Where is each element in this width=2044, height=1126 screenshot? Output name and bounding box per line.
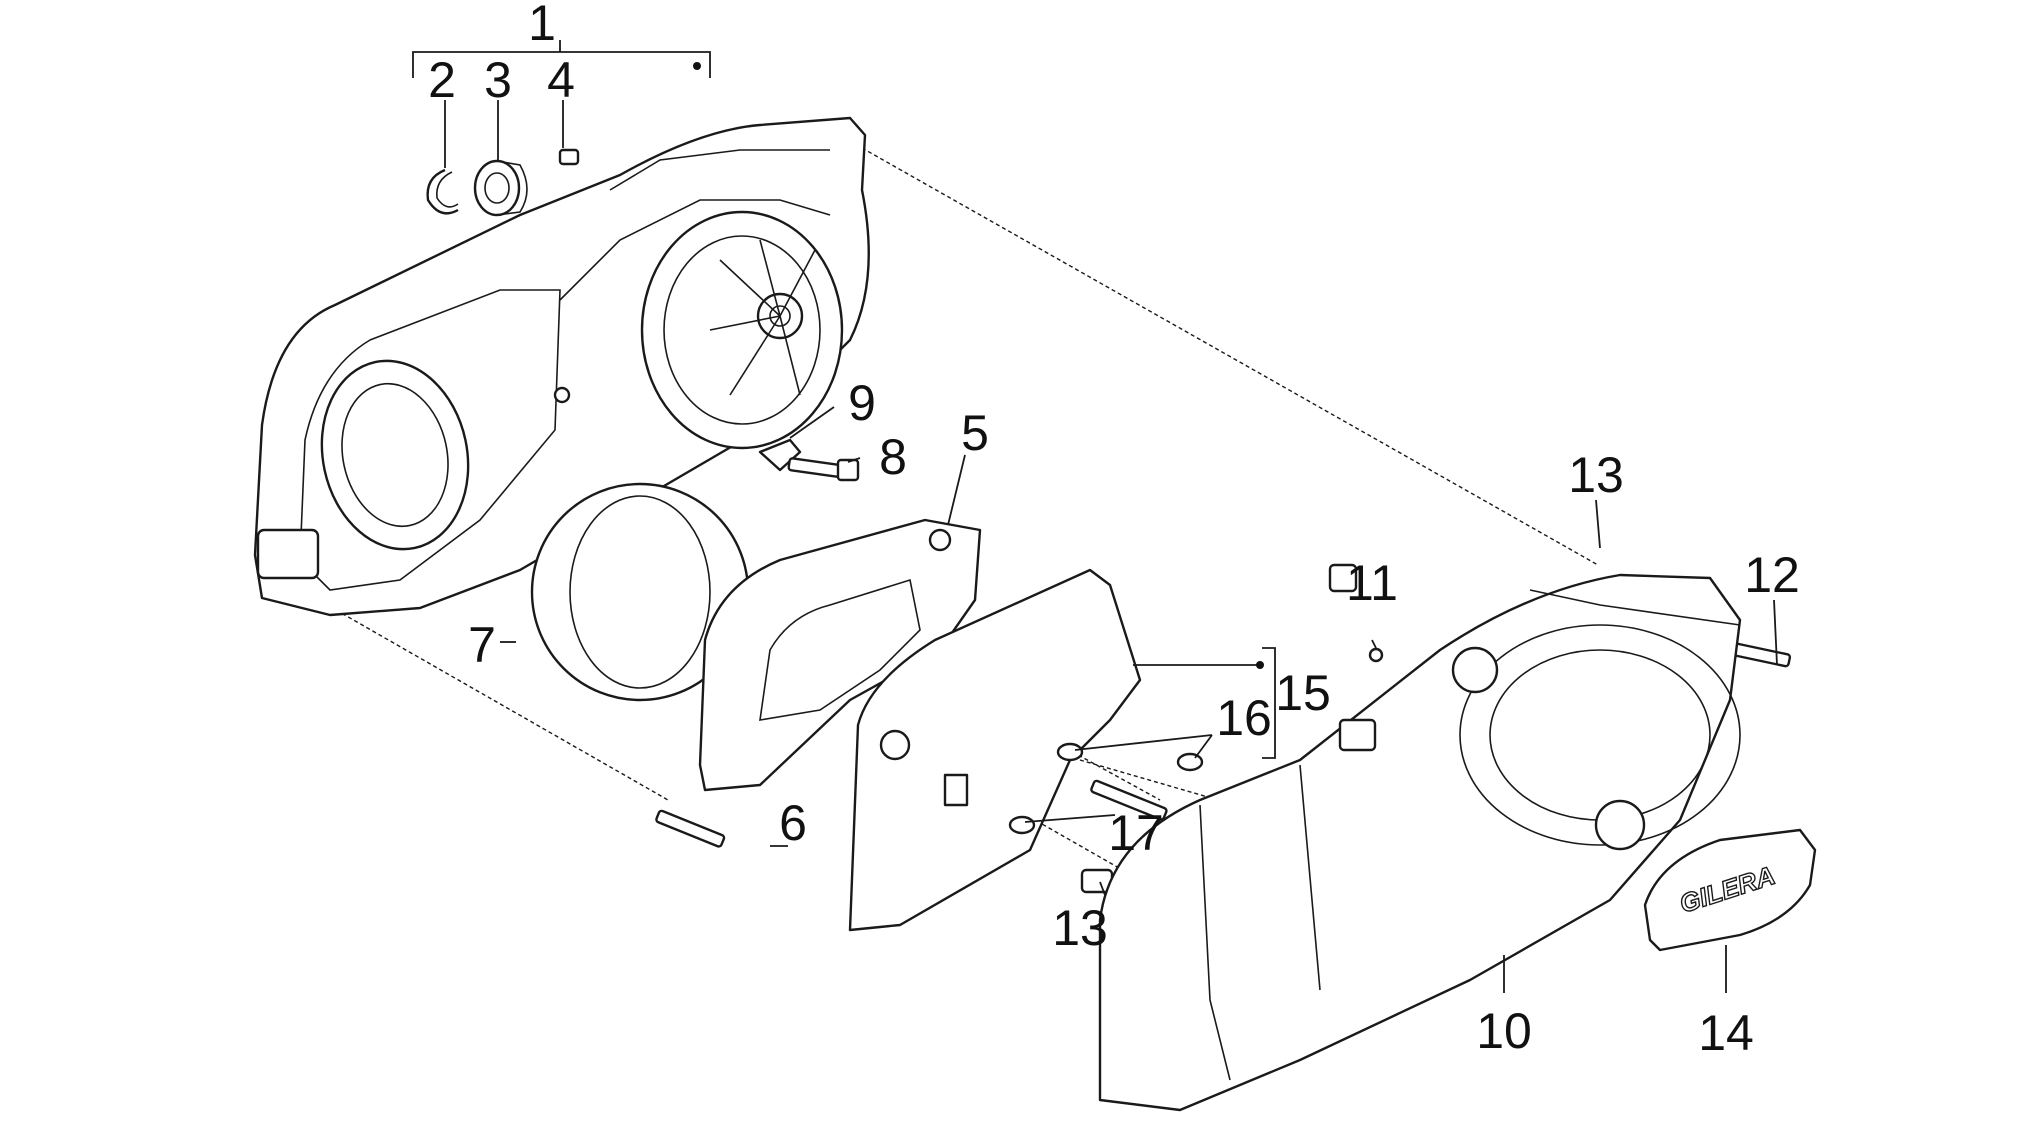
callout-13-lower: 13 <box>1052 900 1108 956</box>
callout-10: 10 <box>1476 1003 1532 1059</box>
callout-12: 12 <box>1744 547 1800 603</box>
callout-13-upper: 13 <box>1568 447 1624 503</box>
callout-9: 9 <box>848 375 876 431</box>
drive-belt <box>530 482 750 702</box>
callout-16: 16 <box>1216 690 1272 746</box>
intermediate-panel <box>848 568 1142 932</box>
inner-transmission-cover <box>253 116 870 617</box>
callout-17: 17 <box>1108 805 1164 861</box>
callout-2: 2 <box>428 52 456 108</box>
outer-transmission-cover <box>1098 573 1742 1112</box>
gilera-emblem: GILERA <box>1643 828 1817 952</box>
dowel-pin <box>558 148 580 166</box>
leader-lines <box>412 40 1778 993</box>
callout-labels: 1 2 3 4 5 6 7 8 9 10 11 12 13 13 14 15 1… <box>428 0 1800 1061</box>
callout-14: 14 <box>1698 1005 1754 1061</box>
screw-with-clip <box>758 438 860 482</box>
callout-4: 4 <box>547 52 575 108</box>
callout-6: 6 <box>779 795 807 851</box>
bearing <box>473 159 528 217</box>
callout-5: 5 <box>961 405 989 461</box>
callout-3: 3 <box>484 52 512 108</box>
callout-11: 11 <box>1346 555 1398 611</box>
callout-7: 7 <box>468 617 496 673</box>
circlip <box>426 168 459 215</box>
callout-8: 8 <box>879 429 907 485</box>
callout-1: 1 <box>528 0 556 51</box>
callout-15: 15 <box>1275 665 1331 721</box>
